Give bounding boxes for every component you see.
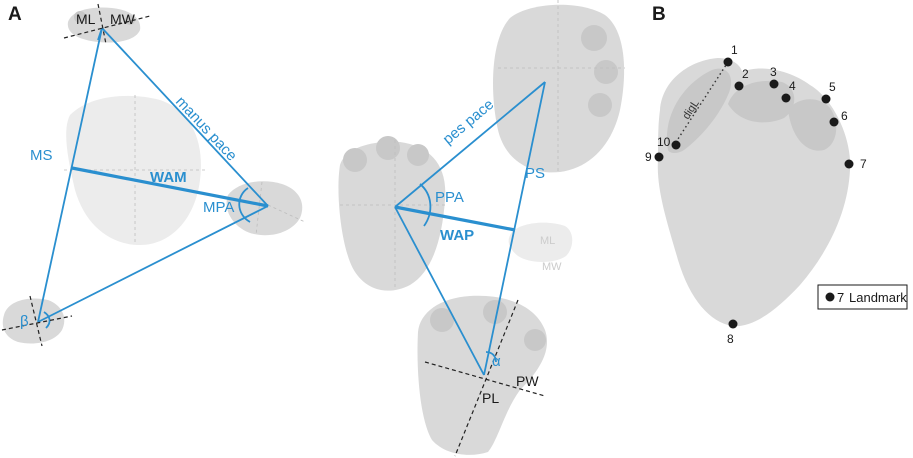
pes-digit-outline (728, 80, 795, 123)
landmark-points (654, 57, 854, 329)
top-manus-digit (74, 11, 86, 23)
panel-a: A (1, 0, 625, 457)
landmark-8-label: 8 (727, 332, 734, 346)
wam-line (71, 166, 269, 208)
ghost-manus-print (508, 222, 573, 262)
legend-symbol-label: 7 (837, 290, 844, 305)
ps-label: PS (525, 165, 545, 182)
landmark-7-dot (844, 159, 854, 169)
beta-label: β (20, 313, 29, 330)
bottom-left-manus-print (2, 298, 65, 344)
beta-axis-vertical (29, 295, 43, 347)
pes-digit (407, 144, 429, 166)
pw-label: PW (516, 373, 539, 389)
pes-digit (524, 329, 546, 351)
landmark-3-label: 3 (770, 65, 777, 79)
ghost-mw-label: MW (542, 261, 562, 273)
manus-stride-line (37, 27, 103, 323)
landmark-5-dot (821, 94, 831, 104)
ppa-angle-arc (419, 183, 432, 227)
landmark-legend: 7 Landmark (817, 284, 908, 310)
pes-measurements (394, 81, 546, 376)
manus-measurements (37, 27, 269, 329)
pes-digit-outline (788, 99, 837, 151)
landmark-2-dot (734, 81, 744, 91)
dimension-axes (1, 3, 546, 457)
ms-label: MS (30, 147, 53, 164)
panel-b: B digL 1 2 3 4 5 6 7 8 9 (645, 4, 908, 346)
pes-digit (594, 60, 618, 84)
manus-pace-line-lower (37, 205, 269, 323)
legend-text: Landmark (849, 290, 907, 305)
mw-label: MW (110, 11, 136, 27)
mw-axis (63, 15, 151, 39)
panel-letter-a: A (8, 4, 22, 25)
landmark-4-dot (781, 93, 791, 103)
pes-digit (376, 136, 400, 160)
footprint-silhouettes-a (2, 4, 625, 455)
landmark-10-dot (671, 140, 681, 150)
landmark-1-dot (723, 57, 733, 67)
landmark-6-dot (829, 117, 839, 127)
mpa-angle-arc (238, 187, 251, 223)
top-right-pes-print (493, 4, 625, 173)
landmark-10-label: 10 (657, 135, 671, 149)
pes-digit (581, 25, 607, 51)
pes-digit (483, 300, 507, 324)
alpha-label: α (492, 353, 501, 370)
ghost-ml-label: ML (540, 235, 555, 247)
landmark-4-label: 4 (789, 79, 796, 93)
pes-pace-label: pes pace (440, 96, 498, 148)
arrow-tick (97, 27, 103, 41)
pes-digit (430, 308, 454, 332)
bottom-pes-print (417, 295, 548, 455)
top-manus-digit (125, 15, 135, 25)
pes-digit (343, 148, 367, 172)
panel-letter-b: B (652, 4, 666, 25)
landmark-7-label: 7 (860, 157, 867, 171)
pes-digit (588, 93, 612, 117)
manus-pace-line (101, 27, 269, 207)
pes-pace-line-lower (394, 206, 485, 376)
pl-axis (454, 299, 519, 457)
pl-label: PL (482, 390, 499, 406)
landmark-9-dot (654, 152, 664, 162)
pes-digit-outline (666, 68, 732, 153)
wap-label: WAP (440, 227, 474, 244)
faint-manus-print (66, 95, 201, 245)
wap-line (394, 205, 516, 232)
beta-axis-horizontal (1, 315, 73, 331)
landmark-5-label: 5 (829, 80, 836, 94)
landmark-1-label: 1 (731, 43, 738, 57)
landmark-6-label: 6 (841, 109, 848, 123)
pes-pace-line (394, 81, 546, 208)
ppa-label: PPA (435, 189, 464, 206)
wam-label: WAM (150, 169, 187, 186)
landmark-3-dot (769, 79, 779, 89)
mpa-label: MPA (203, 199, 234, 216)
beta-angle-arc (43, 311, 51, 329)
landmark-9-label: 9 (645, 150, 652, 164)
ml-label: ML (76, 11, 96, 27)
axis (267, 204, 306, 223)
landmark-labels: 1 2 3 4 5 6 7 8 9 10 (645, 43, 867, 346)
legend-marker (825, 292, 835, 302)
axis (255, 181, 263, 236)
landmark-2-label: 2 (742, 67, 749, 81)
landmark-8-dot (728, 319, 738, 329)
alpha-angle-arc (485, 351, 497, 363)
